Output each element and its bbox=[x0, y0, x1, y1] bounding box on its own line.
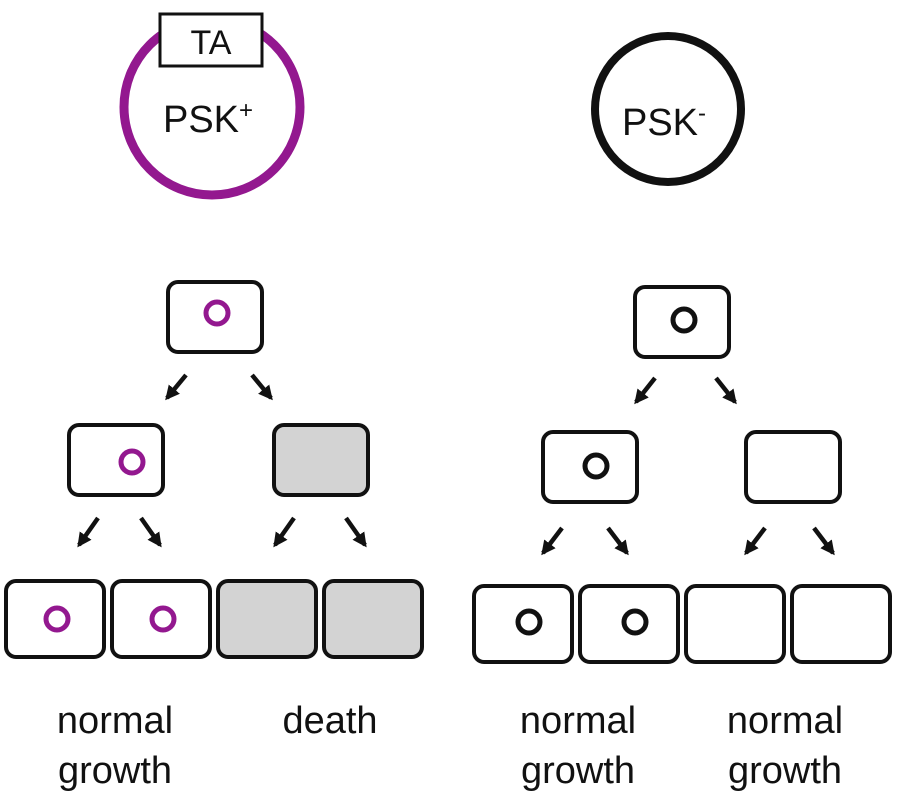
division-arrow bbox=[714, 376, 737, 405]
division-arrow bbox=[77, 516, 100, 548]
granddaughter-cell-empty bbox=[684, 584, 786, 664]
left-panel: TA PSK+ bbox=[4, 12, 424, 659]
daughter-cell-dead bbox=[272, 423, 370, 497]
daughter-cell-plasmid bbox=[541, 430, 639, 504]
outcome-label-normal-growth: normal growth bbox=[726, 700, 844, 792]
plasmid-ring bbox=[149, 605, 177, 633]
division-arrow bbox=[541, 526, 564, 556]
parent-cell bbox=[166, 280, 264, 354]
granddaughter-cell-plasmid bbox=[472, 584, 574, 664]
plasmid-ring bbox=[203, 299, 231, 327]
granddaughter-cell-empty bbox=[790, 584, 892, 664]
plasmid-ring bbox=[621, 608, 649, 636]
plasmid-ring bbox=[582, 452, 610, 480]
psk-minus-plasmid-circle bbox=[591, 32, 745, 186]
division-arrow bbox=[606, 526, 629, 556]
ta-tag-box bbox=[158, 12, 264, 68]
division-arrow bbox=[634, 376, 657, 405]
granddaughter-cell-plasmid bbox=[578, 584, 680, 664]
psk-plus-label: PSK+ bbox=[163, 97, 253, 141]
division-arrow bbox=[165, 373, 188, 401]
parent-cell bbox=[633, 285, 731, 359]
division-arrow bbox=[344, 516, 367, 548]
granddaughter-cell-plasmid bbox=[4, 579, 106, 659]
ta-tag-label: TA bbox=[191, 24, 232, 62]
daughter-cell-empty bbox=[744, 430, 842, 504]
division-arrow bbox=[812, 526, 835, 556]
plasmid-ring bbox=[118, 448, 146, 476]
division-arrow bbox=[273, 516, 296, 548]
plasmid-ring bbox=[670, 306, 698, 334]
outcome-label-normal-growth: normal growth bbox=[519, 700, 637, 792]
daughter-cell-plasmid bbox=[67, 423, 165, 497]
outcome-label-normal-growth: normal growth bbox=[56, 700, 174, 792]
granddaughter-cell-plasmid bbox=[110, 579, 212, 659]
outcome-label-death: death bbox=[282, 700, 378, 742]
plasmid-ring bbox=[515, 608, 543, 636]
division-arrow bbox=[139, 516, 162, 548]
granddaughter-cell-dead bbox=[216, 579, 318, 659]
psk-minus-label: PSK- bbox=[622, 100, 706, 144]
right-panel: PSK- bbox=[472, 32, 892, 664]
division-arrow bbox=[250, 373, 273, 401]
division-arrow bbox=[744, 526, 767, 556]
granddaughter-cell-dead bbox=[322, 579, 424, 659]
plasmid-ring bbox=[43, 605, 71, 633]
